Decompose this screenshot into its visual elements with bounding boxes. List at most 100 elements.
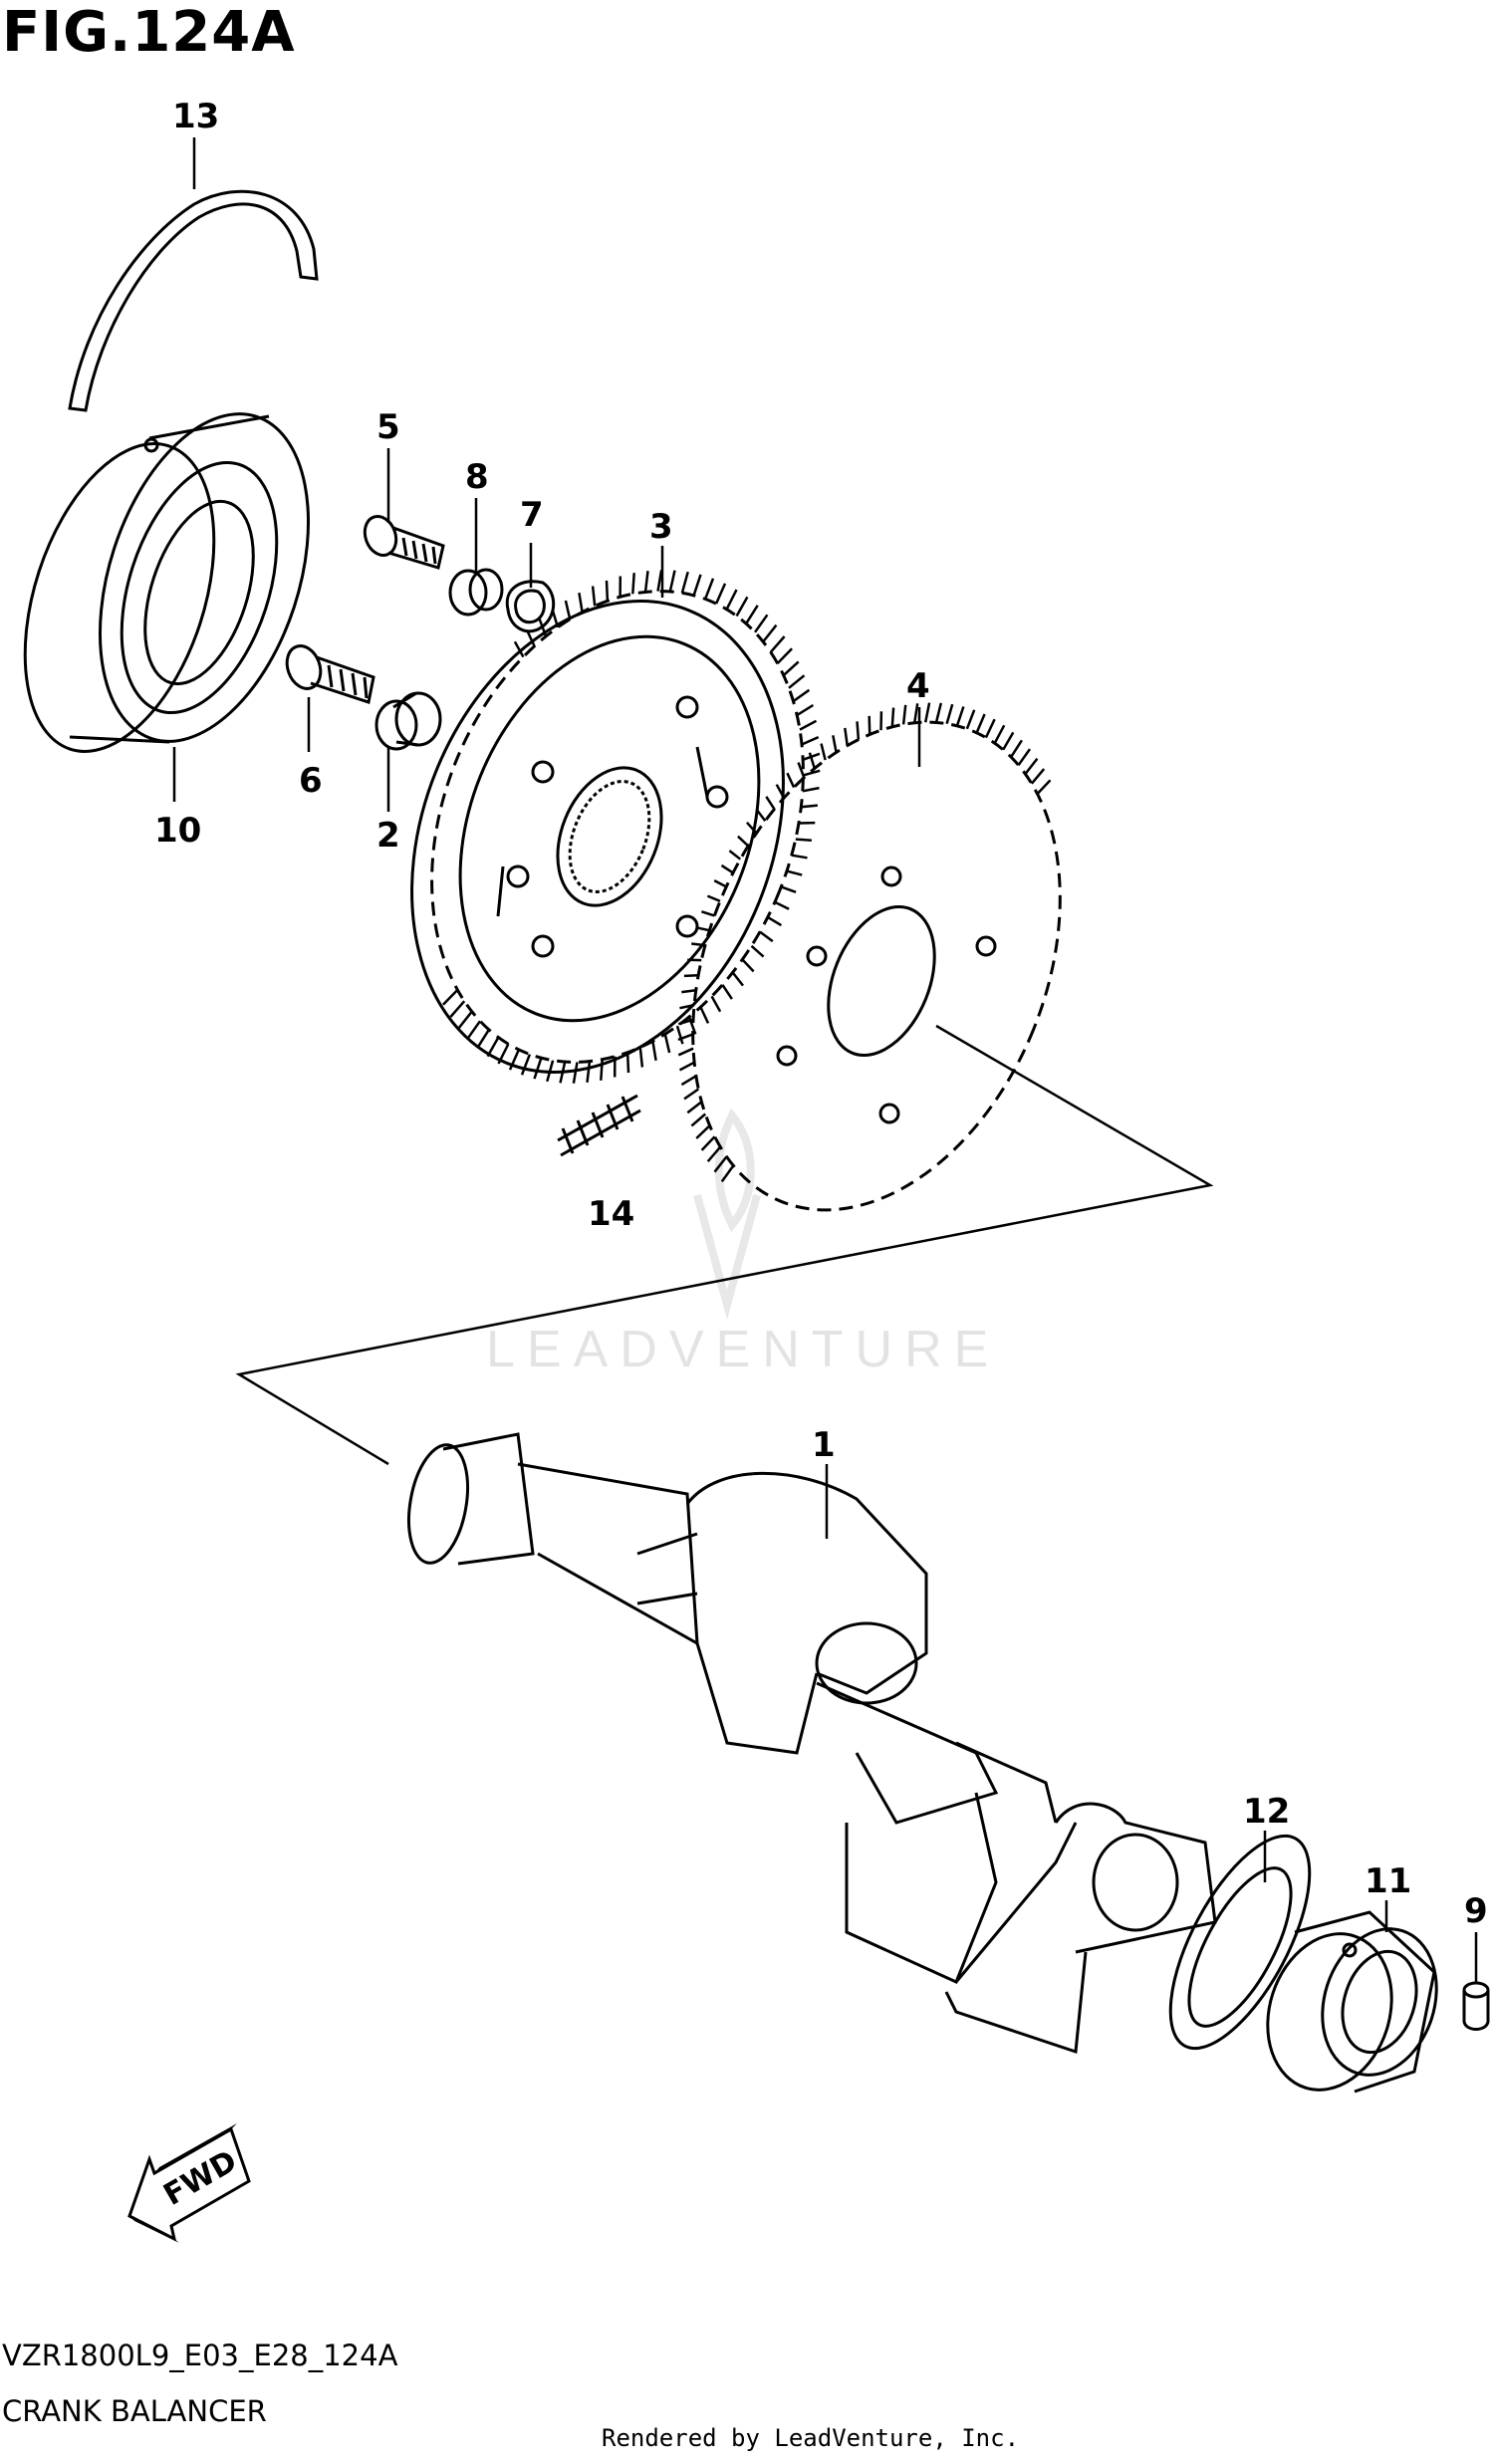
gear-tooth xyxy=(497,1043,510,1065)
gear-tooth xyxy=(457,1010,473,1030)
gear-tooth xyxy=(706,1145,722,1163)
gear-tooth xyxy=(643,571,649,593)
model-code: VZR1800L9_E03_E28_124A xyxy=(2,2339,398,2372)
callout-1: 1 xyxy=(812,1425,836,1465)
gear-tooth xyxy=(795,838,812,842)
gear-tooth xyxy=(533,1057,543,1080)
gear-tooth xyxy=(765,796,776,811)
gear-tooth xyxy=(546,1060,555,1083)
gear-tooth xyxy=(476,1029,490,1049)
gear-tooth xyxy=(801,735,820,746)
gear-tooth xyxy=(677,1047,694,1057)
gear-tooth xyxy=(890,707,895,727)
part-3-gear-teeth xyxy=(442,570,821,1084)
gear-tooth xyxy=(755,808,767,822)
gear-tooth xyxy=(572,1062,579,1084)
gear-tooth xyxy=(741,958,755,973)
gear-tooth xyxy=(651,1041,657,1062)
gear-tooth xyxy=(769,635,786,653)
gear-tooth xyxy=(786,869,803,876)
gear-tooth xyxy=(901,704,907,725)
callout-9: 9 xyxy=(1464,1891,1488,1931)
part-8-collar xyxy=(448,568,504,616)
gear-tooth xyxy=(538,618,548,637)
part-10-bearing xyxy=(23,412,311,753)
gear-tooth xyxy=(683,1088,700,1101)
gear-tooth xyxy=(513,640,525,658)
gear-tooth xyxy=(713,1155,728,1173)
gear-tooth xyxy=(591,586,597,607)
gear-tooth xyxy=(692,574,702,597)
gear-tooth xyxy=(520,1054,532,1076)
gear-tooth xyxy=(720,863,734,874)
gear-tooth xyxy=(803,769,821,777)
gear-tooth xyxy=(1017,748,1032,767)
gear-tooth xyxy=(700,1135,716,1151)
part-13-circlip xyxy=(68,189,319,412)
forward-direction-arrow: FWD xyxy=(127,2123,251,2243)
gear-tooth xyxy=(1002,731,1015,751)
part-1-crankshaft xyxy=(407,1432,1217,2055)
gear-tooth xyxy=(796,703,815,717)
gear-tooth xyxy=(668,570,676,593)
gear-tooth xyxy=(775,784,786,799)
part-2-spacer xyxy=(374,691,442,751)
gear-tooth xyxy=(564,600,572,619)
gear-tooth xyxy=(677,1033,694,1042)
render-credit: Rendered by LeadVenture, Inc. xyxy=(602,2424,1020,2452)
gear-tooth xyxy=(774,900,790,910)
gear-tooth xyxy=(675,1025,684,1045)
gear-tooth xyxy=(681,988,696,994)
assembly-guide-lines xyxy=(235,1024,1214,1466)
gear-tooth xyxy=(782,660,800,677)
gear-tooth xyxy=(508,1049,521,1071)
gear-tooth xyxy=(699,1006,710,1024)
gear-tooth xyxy=(695,1124,711,1139)
gear-tooth xyxy=(984,718,996,739)
gear-tooth xyxy=(780,885,797,893)
gear-tooth xyxy=(762,623,778,643)
gear-tooth xyxy=(808,752,816,769)
gear-tooth xyxy=(677,1018,694,1026)
gear-tooth xyxy=(844,727,849,746)
gear-tooth xyxy=(442,989,459,1006)
watermark-text: LEADVENTURE xyxy=(486,1321,1000,1378)
diagram-name: CRANK BALANCER xyxy=(2,2394,267,2428)
callout-2: 2 xyxy=(376,816,400,856)
gear-tooth xyxy=(791,854,808,860)
gear-tooth xyxy=(710,995,722,1013)
gear-tooth xyxy=(745,821,758,835)
gear-tooth xyxy=(714,583,727,605)
gear-tooth xyxy=(993,724,1006,744)
gear-tooth xyxy=(832,735,838,753)
gear-tooth xyxy=(656,570,663,592)
part-9-pin xyxy=(1462,1981,1490,2031)
gear-tooth xyxy=(686,1101,703,1114)
gear-tooth xyxy=(638,1047,644,1068)
part-11-needle-bearing xyxy=(1266,1910,1438,2094)
callout-8: 8 xyxy=(465,457,489,497)
gear-tooth xyxy=(788,674,806,689)
gear-tooth xyxy=(578,592,584,613)
gear-tooth xyxy=(802,786,820,793)
callout-4: 4 xyxy=(906,666,930,706)
gear-tooth xyxy=(706,894,721,902)
gear-tooth xyxy=(759,930,774,943)
gear-tooth xyxy=(1010,739,1023,758)
gear-tooth xyxy=(679,1003,695,1010)
gear-tooth xyxy=(955,706,965,727)
gear-tooth xyxy=(934,702,943,723)
gear-tooth xyxy=(600,1059,604,1081)
gear-tooth xyxy=(551,609,560,628)
gear-tooth xyxy=(680,1075,697,1087)
gear-tooth xyxy=(1036,779,1052,795)
gear-tooth xyxy=(975,713,986,734)
gear-tooth xyxy=(799,719,818,731)
callout-12: 12 xyxy=(1243,1792,1290,1832)
gear-tooth xyxy=(776,647,793,664)
gear-tooth xyxy=(701,910,715,917)
gear-tooth xyxy=(965,709,976,730)
gear-tooth xyxy=(678,1061,695,1072)
gear-tooth xyxy=(525,629,536,647)
